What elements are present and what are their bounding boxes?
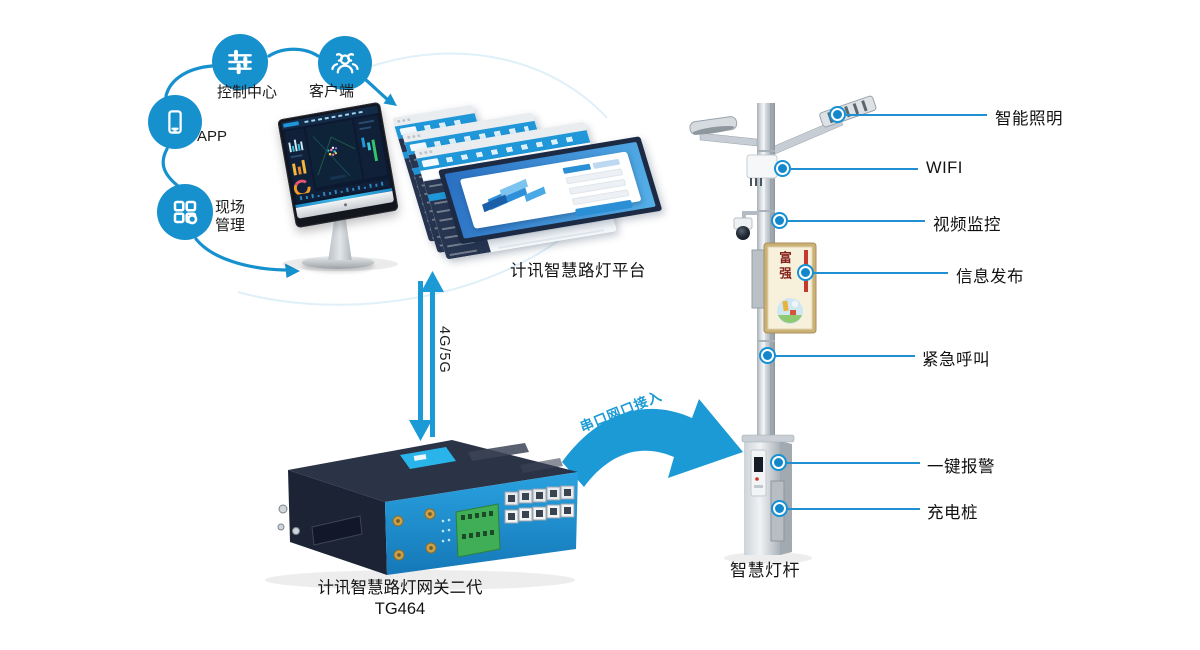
access-arrow xyxy=(562,399,743,487)
monitor-screen xyxy=(277,101,399,229)
feature-label-info-display: 信息发布 xyxy=(956,268,1024,286)
callout-dot-smart-lighting xyxy=(831,108,844,121)
pole-base-cabinet xyxy=(741,434,795,555)
feature-label-wifi: WIFI xyxy=(926,159,963,177)
callout-line-charging-pile xyxy=(787,508,920,510)
gateway-device-illustration xyxy=(265,440,578,590)
decorative-arcs xyxy=(237,52,608,306)
node-label-control-center: 控制中心 xyxy=(217,84,278,101)
left-lamp xyxy=(689,116,738,136)
feature-label-charging-pile: 充电桩 xyxy=(927,504,978,522)
callout-line-one-key-alarm xyxy=(786,462,920,464)
terminal-block xyxy=(455,503,501,558)
flow-arrowhead-to-platform xyxy=(383,93,397,106)
callout-dot-video-surveillance xyxy=(773,214,786,227)
uplink-label: 4G/5G xyxy=(436,326,452,374)
callout-line-info-display xyxy=(813,272,948,274)
callout-line-wifi xyxy=(790,168,918,170)
smart-pole-illustration xyxy=(689,95,877,564)
dashboard-graphics xyxy=(280,105,392,206)
node-label-app: APP xyxy=(197,128,228,145)
charging-unit xyxy=(750,449,767,497)
login-form xyxy=(562,159,634,224)
callout-line-video-surveillance xyxy=(787,220,925,222)
dome-camera xyxy=(733,211,759,240)
callout-dot-wifi xyxy=(776,162,789,175)
feature-label-video-surveillance: 视频监控 xyxy=(933,216,1001,234)
pole-caption: 智慧灯杆 xyxy=(730,561,800,580)
flow-ring xyxy=(161,47,390,272)
node-app xyxy=(148,95,202,149)
callout-dot-one-key-alarm xyxy=(772,456,785,469)
node-label-field-management: 现场管理 xyxy=(215,199,246,234)
callout-dot-info-display xyxy=(799,266,812,279)
info-display-board xyxy=(751,242,817,334)
grid-icon xyxy=(173,200,198,225)
callout-line-smart-lighting xyxy=(845,114,987,116)
sliders-icon xyxy=(228,49,252,75)
feature-label-smart-lighting: 智能照明 xyxy=(995,110,1063,128)
node-label-client: 客户端 xyxy=(309,83,355,100)
logo-dot xyxy=(343,203,348,207)
smartphone-icon xyxy=(168,110,182,134)
node-control-center xyxy=(212,34,268,90)
poster-title: 富强 xyxy=(777,251,791,282)
platform-caption: 计讯智慧路灯平台 xyxy=(510,262,646,280)
gateway-caption: 计讯智慧路灯网关二代 TG464 xyxy=(300,578,500,620)
callout-dot-emergency-call xyxy=(761,349,774,362)
callout-line-emergency-call xyxy=(775,355,915,357)
monitor xyxy=(276,92,399,277)
users-icon xyxy=(331,53,359,74)
node-client xyxy=(318,36,372,90)
monitor-stand xyxy=(328,218,352,260)
monitor-base xyxy=(302,256,374,269)
map-cluster xyxy=(327,146,338,156)
flow-arrowhead-bottom xyxy=(285,263,300,278)
feature-label-one-key-alarm: 一键报警 xyxy=(927,458,995,476)
callout-dot-charging-pile xyxy=(773,502,786,515)
isometric-illustration xyxy=(477,176,555,213)
node-field-management xyxy=(157,184,213,240)
antenna-connectors xyxy=(392,508,437,561)
gateway-name: 计讯智慧路灯网关二代 xyxy=(317,579,483,597)
right-lamp xyxy=(819,95,877,128)
feature-label-emergency-call: 紧急呼叫 xyxy=(922,351,990,369)
uplink-arrows xyxy=(409,271,444,441)
dashboard-screen xyxy=(280,105,392,206)
login-panel xyxy=(460,151,643,229)
gateway-model: TG464 xyxy=(374,600,426,619)
